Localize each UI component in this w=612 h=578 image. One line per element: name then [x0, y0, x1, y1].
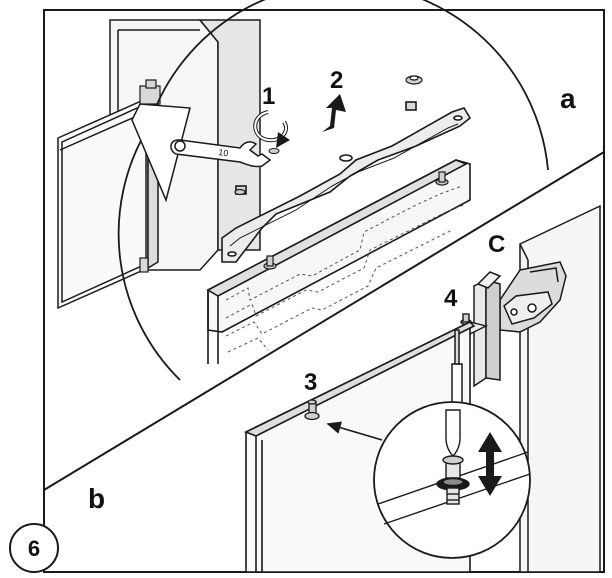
door-adjust-bolt	[304, 399, 320, 421]
figure-number-badge: 6	[9, 523, 59, 573]
step-1-label: 1	[262, 83, 275, 110]
hinge-assembly	[499, 261, 567, 333]
lower-hinge	[139, 257, 149, 273]
figure-number: 6	[28, 536, 40, 561]
door-bolt-middle	[234, 188, 246, 196]
wrench-size-label: 10	[218, 147, 229, 158]
adjustment-nut-top	[405, 75, 423, 85]
step-3-label: 3	[304, 369, 317, 396]
zoom-detail-b	[377, 409, 531, 525]
adjust-up-down-arrow-icon	[478, 432, 502, 496]
callout-c-label: C	[488, 231, 505, 258]
lift-arrow-icon	[322, 94, 346, 132]
door-bolt-right	[435, 171, 449, 186]
adjustment-bracket	[221, 101, 472, 263]
panel-a: 10	[57, 0, 576, 381]
door-bolt-left	[263, 255, 277, 270]
panel-divider	[43, 151, 605, 491]
panel-a-label: a	[560, 83, 576, 114]
wrench-icon: 10	[170, 139, 272, 168]
cabinet-side-wall	[519, 204, 601, 573]
panel-b-label: b	[88, 483, 105, 514]
zoom-circle-a	[147, 0, 549, 171]
hinge-rail-c	[473, 271, 502, 388]
detail-pointer-b	[326, 421, 383, 441]
panel-b: 3 4 C b	[88, 204, 601, 573]
zoom-pointer-a	[131, 103, 191, 203]
step-2-label: 2	[330, 67, 343, 94]
upper-hinge	[139, 79, 161, 105]
rotate-arrow-icon	[253, 110, 290, 154]
step-4-label: 4	[444, 285, 458, 312]
